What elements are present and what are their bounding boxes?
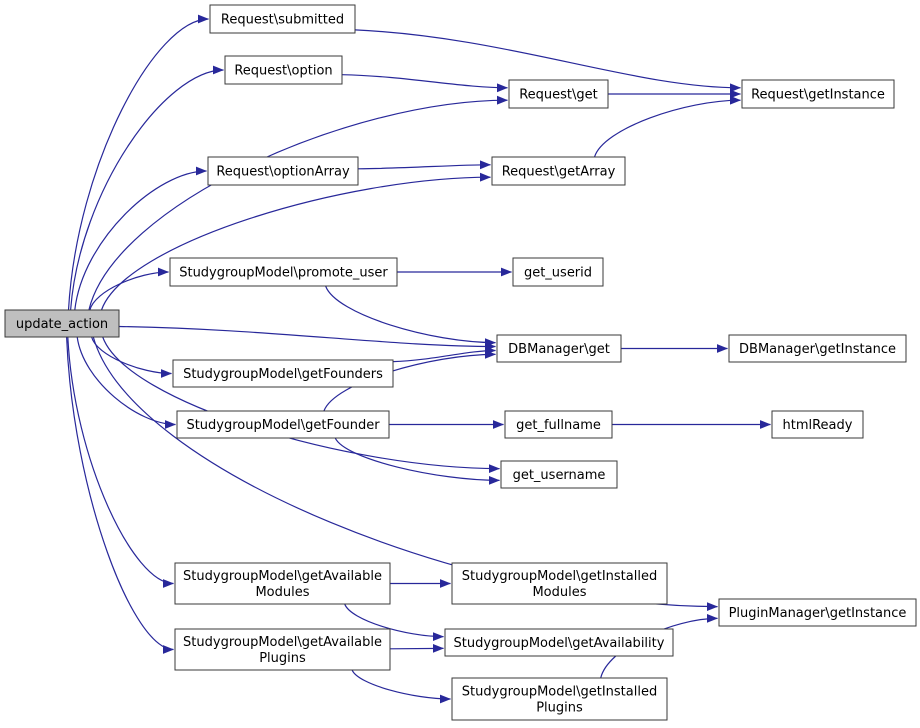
node-box-update_action [4, 309, 120, 338]
node-box-get_username[interactable] [500, 460, 618, 489]
node-box-get_userid[interactable] [512, 257, 604, 287]
node-request_getArray[interactable]: Request\getArray [491, 156, 626, 186]
node-label-htmlReady: htmlReady [783, 418, 853, 433]
node-get_username[interactable]: get_username [500, 460, 618, 489]
node-label-get_userid: get_userid [524, 266, 592, 281]
edge-request_submitted-request_getInstance [354, 29, 741, 93]
edge-update_action-request_optionArray [74, 166, 207, 311]
node-label-pm_getInstance: PluginManager\getInstance [729, 606, 907, 621]
node-box-pm_getInstance[interactable] [718, 598, 917, 627]
node-update_action: update_action [4, 309, 120, 338]
node-box-sgm_getAvailableModules[interactable] [174, 562, 391, 605]
edge-sgm_getAvailablePlugins-sgm_getInstalledPlugins [351, 669, 451, 704]
node-pm_getInstance[interactable]: PluginManager\getInstance [718, 598, 917, 627]
node-sgm_getFounder[interactable]: StudygroupModel\getFounder [176, 410, 390, 439]
edge-update_action-sgm_getAvailableModules [67, 336, 174, 588]
node-label-request_submitted: Request\submitted [221, 13, 344, 28]
node-box-sgm_promote_user[interactable] [169, 257, 398, 287]
node-box-request_submitted[interactable] [209, 4, 356, 34]
node-label-get_fullname: get_fullname [516, 418, 601, 433]
node-label-sgm_getFounder: StudygroupModel\getFounder [186, 418, 380, 433]
node-box-request_option[interactable] [224, 55, 343, 85]
node-request_optionArray[interactable]: Request\optionArray [207, 156, 359, 186]
node-request_get[interactable]: Request\get [508, 79, 609, 109]
edge-update_action-request_submitted [67, 14, 209, 311]
node-request_getInstance[interactable]: Request\getInstance [741, 79, 895, 109]
edge-update_action-sgm_getAvailablePlugins [66, 336, 174, 654]
node-box-htmlReady[interactable] [771, 410, 864, 439]
edge-sgm_getAvailableModules-sgm_getAvailability [344, 603, 444, 641]
edge-sgm_promote_user-dbm_get [325, 285, 496, 347]
node-label-request_option: Request\option [234, 64, 332, 79]
node-box-dbm_get[interactable] [496, 334, 622, 363]
node-label-dbm_getInstance: DBManager\getInstance [739, 342, 896, 357]
edge-sgm_getFounders-dbm_get [392, 346, 496, 363]
node-label-update_action: update_action [16, 317, 108, 332]
node-request_submitted[interactable]: Request\submitted [209, 4, 356, 34]
node-sgm_promote_user[interactable]: StudygroupModel\promote_user [169, 257, 398, 287]
node-request_option[interactable]: Request\option [224, 55, 343, 85]
edge-request_getArray-request_getInstance [593, 95, 741, 158]
node-label-dbm_get: DBManager\get [508, 342, 610, 357]
edge-update_action-sgm_getFounder [76, 336, 176, 429]
edge-sgm_getFounder-get_username [334, 437, 500, 485]
node-label-get_username: get_username [513, 468, 606, 483]
node-box-request_optionArray[interactable] [207, 156, 359, 186]
node-htmlReady[interactable]: htmlReady [771, 410, 864, 439]
node-box-sgm_getAvailability[interactable] [444, 628, 674, 657]
edge-update_action-sgm_promote_user [89, 267, 169, 311]
edge-request_optionArray-request_getArray [357, 160, 491, 170]
edge-update_action-request_option [70, 65, 224, 311]
node-box-sgm_getInstalledModules[interactable] [451, 562, 668, 605]
node-box-request_get[interactable] [508, 79, 609, 109]
node-label-sgm_getFounders: StudygroupModel\getFounders [183, 367, 383, 382]
node-dbm_getInstance[interactable]: DBManager\getInstance [728, 334, 907, 363]
node-label-request_optionArray: Request\optionArray [216, 165, 350, 180]
edge-update_action-sgm_getFounders [91, 336, 172, 378]
node-box-sgm_getFounder[interactable] [176, 410, 390, 439]
node-box-get_fullname[interactable] [504, 410, 613, 439]
node-sgm_getFounders[interactable]: StudygroupModel\getFounders [172, 359, 394, 388]
node-box-sgm_getInstalledPlugins[interactable] [451, 677, 668, 721]
node-get_userid[interactable]: get_userid [512, 257, 604, 287]
edge-update_action-request_getArray [100, 172, 491, 311]
node-label-request_get: Request\get [519, 88, 598, 103]
node-label-request_getInstance: Request\getInstance [751, 88, 885, 103]
node-box-request_getArray[interactable] [491, 156, 626, 186]
node-label-sgm_getAvailability: StudygroupModel\getAvailability [454, 636, 665, 651]
node-box-request_getInstance[interactable] [741, 79, 895, 109]
node-box-sgm_getAvailablePlugins[interactable] [174, 628, 391, 671]
node-sgm_getAvailability[interactable]: StudygroupModel\getAvailability [444, 628, 674, 657]
node-box-dbm_getInstance[interactable] [728, 334, 907, 363]
node-box-sgm_getFounders[interactable] [172, 359, 394, 388]
node-dbm_get[interactable]: DBManager\get [496, 334, 622, 363]
edge-request_option-request_get [341, 74, 508, 93]
node-label-sgm_promote_user: StudygroupModel\promote_user [179, 266, 388, 281]
node-get_fullname[interactable]: get_fullname [504, 410, 613, 439]
node-label-request_getArray: Request\getArray [502, 165, 616, 180]
edge-update_action-dbm_get [118, 325, 496, 351]
